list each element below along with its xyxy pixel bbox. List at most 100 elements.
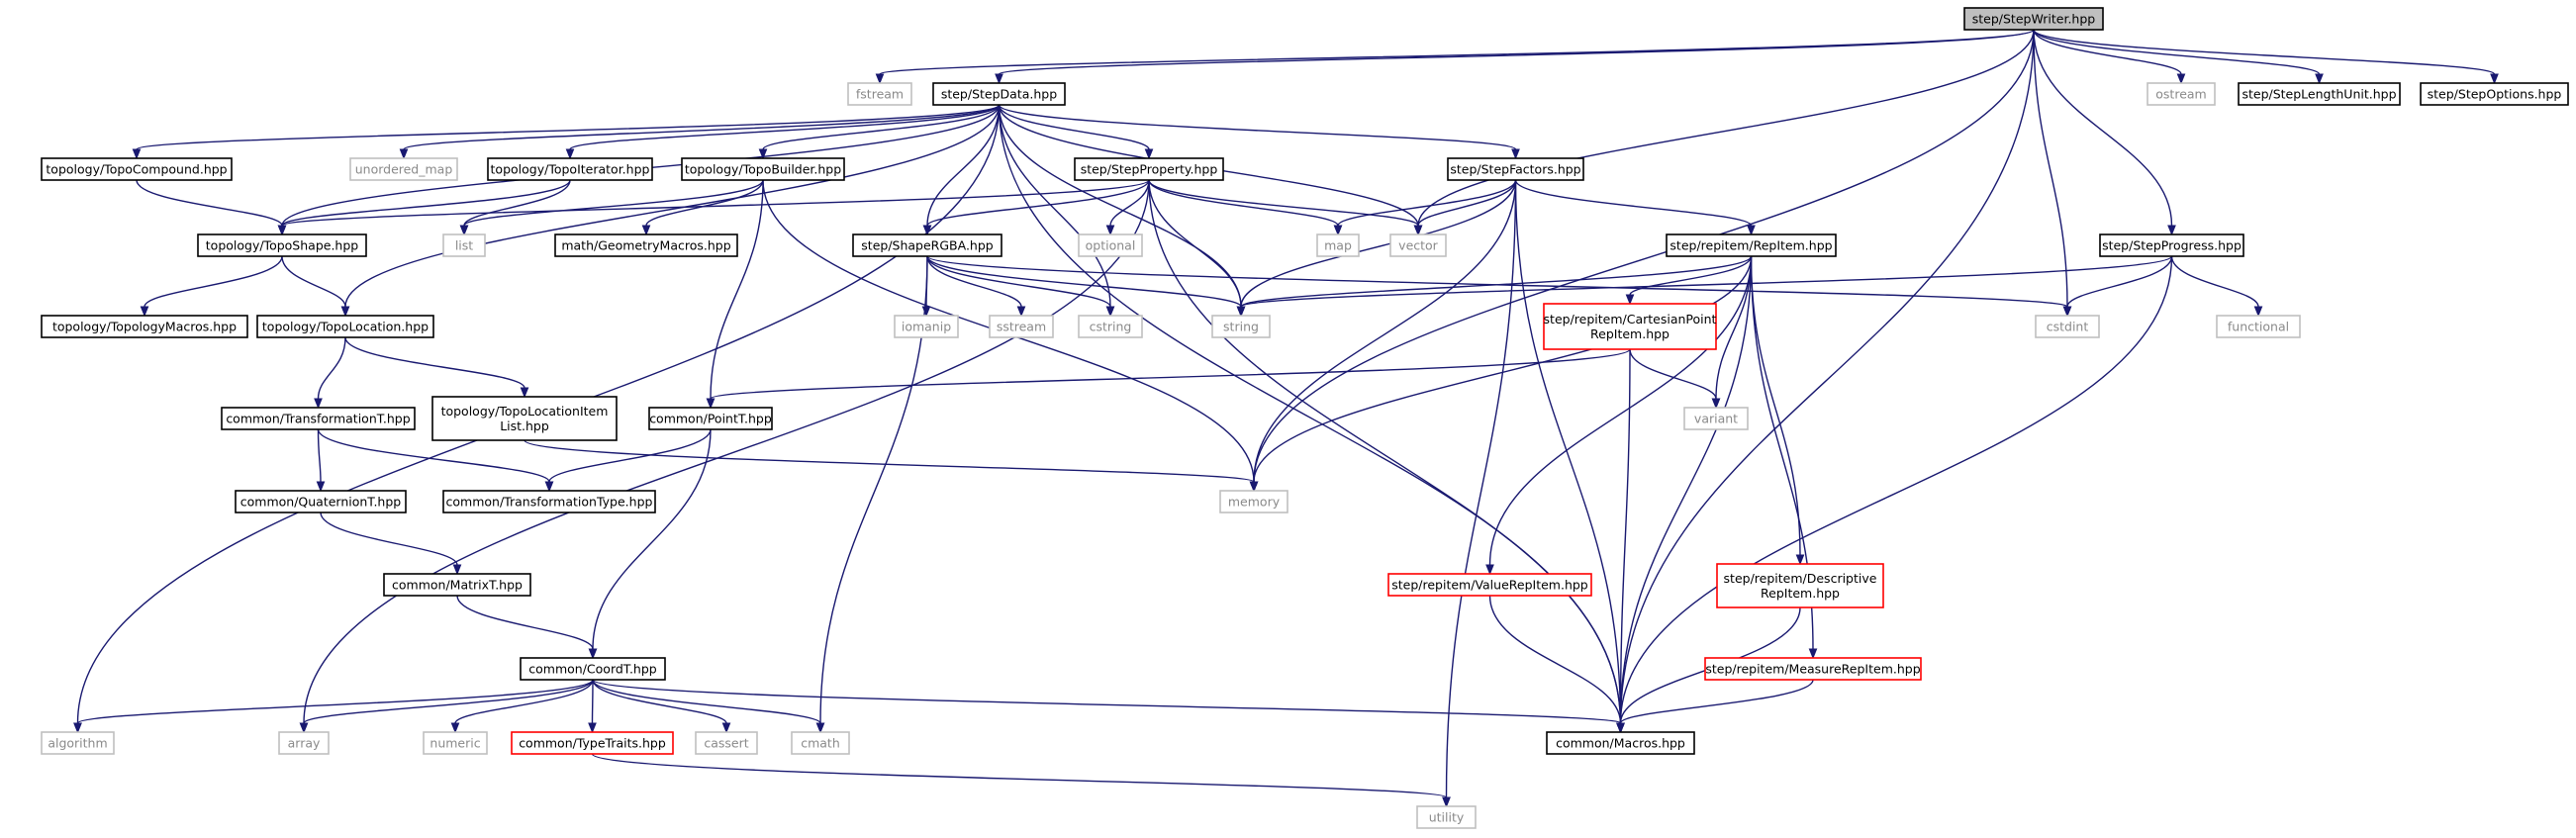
node-typetraits[interactable]: common/TypeTraits.hpp — [511, 731, 674, 755]
node-macros[interactable]: common/Macros.hpp — [1546, 731, 1695, 755]
node-functional: functional — [2216, 315, 2301, 338]
node-label: common/TransformationType.hpp — [446, 495, 653, 510]
node-coordt[interactable]: common/CoordT.hpp — [520, 657, 666, 681]
node-shapergba[interactable]: step/ShapeRGBA.hpp — [852, 233, 1002, 257]
edge-stepwriter-to-vector — [1413, 29, 2035, 236]
node-box — [235, 490, 407, 513]
edge-stepproperty-to-optional — [1105, 179, 1150, 236]
node-label: step/repitem/Descriptive — [1724, 571, 1877, 586]
node-box — [423, 731, 488, 755]
node-box — [1078, 315, 1143, 338]
node-box — [989, 315, 1054, 338]
node-label: topology/TopoLocation.hpp — [262, 320, 429, 334]
node-label: array — [288, 736, 321, 751]
node-label: step/StepOptions.hpp — [2428, 87, 2562, 102]
node-matrixt[interactable]: common/MatrixT.hpp — [383, 573, 531, 597]
node-pointt[interactable]: common/PointT.hpp — [648, 407, 773, 430]
node-transformationt[interactable]: common/TransformationT.hpp — [221, 407, 416, 430]
edge-stepproperty-to-vector — [1148, 179, 1423, 236]
edge-stepprogress-to-cstdint — [2062, 255, 2173, 318]
node-unordered_map: unordered_map — [349, 157, 458, 181]
node-steplengthunit[interactable]: step/StepLengthUnit.hpp — [2238, 82, 2401, 106]
node-quaternion[interactable]: common/QuaternionT.hpp — [235, 490, 407, 513]
node-box — [852, 233, 1002, 257]
node-box — [278, 731, 330, 755]
node-topoiterator[interactable]: topology/TopoIterator.hpp — [487, 157, 653, 181]
edge-coordt-to-typetraits — [588, 679, 597, 734]
node-cstdint: cstdint — [2035, 315, 2100, 338]
node-label: common/TypeTraits.hpp — [519, 736, 666, 751]
node-topocompound[interactable]: topology/TopoCompound.hpp — [41, 157, 233, 181]
node-measurerepitem[interactable]: step/repitem/MeasureRepItem.hpp — [1704, 657, 1922, 681]
node-label: step/repitem/CartesianPoint — [1544, 312, 1717, 326]
node-box — [1716, 563, 1884, 608]
node-box — [2035, 315, 2100, 338]
node-stepoptions[interactable]: step/StepOptions.hpp — [2420, 82, 2569, 106]
node-stepproperty[interactable]: step/StepProperty.hpp — [1074, 157, 1224, 181]
node-repitem[interactable]: step/repitem/RepItem.hpp — [1666, 233, 1837, 257]
node-box — [2147, 82, 2216, 106]
node-label: functional — [2228, 320, 2289, 334]
node-utility: utility — [1416, 805, 1477, 829]
node-label: topology/TopologyMacros.hpp — [52, 320, 237, 334]
node-geometrymacros[interactable]: math/GeometryMacros.hpp — [554, 233, 738, 257]
edge-cartesianpoint-to-pointt — [706, 348, 1631, 410]
edge-stepproperty-to-array — [299, 179, 1150, 734]
node-ostream: ostream — [2147, 82, 2216, 106]
edge-stepprogress-to-functional — [2170, 255, 2263, 318]
edge-coordt-to-algorithm — [73, 679, 594, 734]
node-layer: step/StepWriter.hpp fstream step/StepData.… — [41, 7, 2569, 829]
edge-pointt-to-transformationtype — [544, 428, 712, 493]
node-box — [41, 157, 233, 181]
node-fstream: fstream — [847, 82, 912, 106]
edge-stepdata-to-topolocation — [340, 104, 1001, 318]
node-stepprogress[interactable]: step/StepProgress.hpp — [2099, 233, 2244, 257]
edge-coordt-to-cassert — [592, 679, 731, 734]
edge-stepwriter-to-macros — [1616, 29, 2035, 734]
node-label: topology/TopoIterator.hpp — [491, 162, 650, 177]
node-stepdata[interactable]: step/StepData.hpp — [932, 82, 1066, 106]
node-box — [554, 233, 738, 257]
edge-topolocation-to-topolocationitemlist — [344, 336, 529, 399]
node-iomanip: iomanip — [894, 315, 959, 338]
node-box — [932, 82, 1066, 106]
node-topolocation[interactable]: topology/TopoLocation.hpp — [256, 315, 434, 338]
node-valuerepitem[interactable]: step/repitem/ValueRepItem.hpp — [1387, 573, 1592, 597]
node-label: list — [455, 238, 473, 253]
node-topobuilder[interactable]: topology/TopoBuilder.hpp — [681, 157, 845, 181]
edge-stepfactors-to-utility — [1442, 179, 1517, 808]
node-box — [1963, 7, 2104, 31]
node-box — [1543, 303, 1717, 350]
node-map: map — [1316, 233, 1360, 257]
node-label: unordered_map — [355, 162, 453, 177]
node-label: common/MatrixT.hpp — [392, 578, 523, 593]
edge-stepwriter-to-stepdata — [995, 29, 2035, 85]
edge-topocompound-to-toposhape — [136, 179, 287, 236]
node-toposhape[interactable]: topology/TopoShape.hpp — [197, 233, 367, 257]
edge-stepwriter-to-stepoptions — [2033, 29, 2499, 85]
node-box — [2216, 315, 2301, 338]
node-box — [431, 396, 618, 441]
edge-valuerepitem-to-macros — [1488, 595, 1625, 734]
node-box — [1316, 233, 1360, 257]
node-topologymacros[interactable]: topology/TopologyMacros.hpp — [41, 315, 248, 338]
node-stepwriter[interactable]: step/StepWriter.hpp — [1963, 7, 2104, 31]
node-label: iomanip — [902, 320, 951, 334]
node-label: optional — [1086, 238, 1136, 253]
node-transformationtype[interactable]: common/TransformationType.hpp — [442, 490, 656, 513]
node-box — [442, 233, 486, 257]
node-box — [511, 731, 674, 755]
node-box — [41, 315, 248, 338]
node-stepfactors[interactable]: step/StepFactors.hpp — [1447, 157, 1584, 181]
edge-quaternion-to-matrixt — [320, 512, 462, 576]
node-label: topology/TopoLocationItem — [441, 404, 609, 419]
node-label: step/repitem/MeasureRepItem.hpp — [1705, 662, 1920, 677]
edge-measurerepitem-to-macros — [1616, 679, 1814, 734]
node-list: list — [442, 233, 486, 257]
edge-stepproperty-to-toposhape — [277, 179, 1150, 236]
node-algorithm: algorithm — [41, 731, 115, 755]
edge-transformationt-to-quaternion — [316, 428, 326, 493]
